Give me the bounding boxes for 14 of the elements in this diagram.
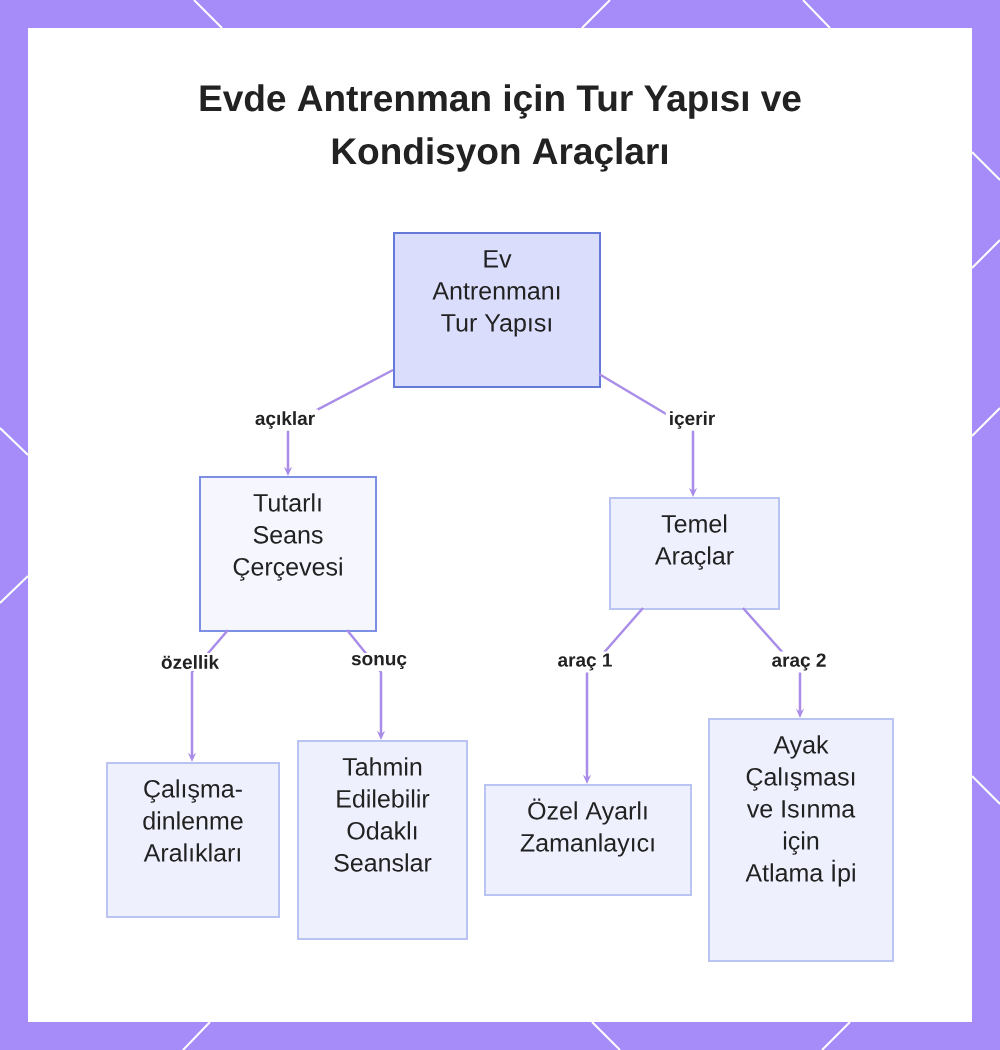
concept-box: Tutarlı Seans Çerçevesi — [199, 476, 377, 632]
concept-box: Temel Araçlar — [609, 497, 780, 610]
edge-label: açıklar — [251, 409, 319, 431]
title: Evde Antrenman için Tur Yapısı ve Kondisyon Araçları — [200, 84, 801, 172]
edge-label: araç 1 — [554, 651, 616, 673]
edge-label: içerir — [665, 409, 719, 431]
edge-label: özellik — [157, 653, 223, 671]
concept-box: Ev Antrenmanı Tur Yapısı — [393, 232, 601, 388]
edge-label: araç 2 — [768, 651, 830, 673]
edge-label: sonuç — [348, 652, 410, 672]
concept-box: Ayak Çalışması ve Isınma için Atlama İpi — [708, 718, 894, 962]
concept-box: Özel Ayarlı Zamanlayıcı — [484, 784, 692, 896]
concept-box: Çalışma-dinlenme Aralıkları — [106, 762, 280, 918]
concept-box: Tahmin Edilebilir Odaklı Seanslar — [297, 740, 468, 940]
